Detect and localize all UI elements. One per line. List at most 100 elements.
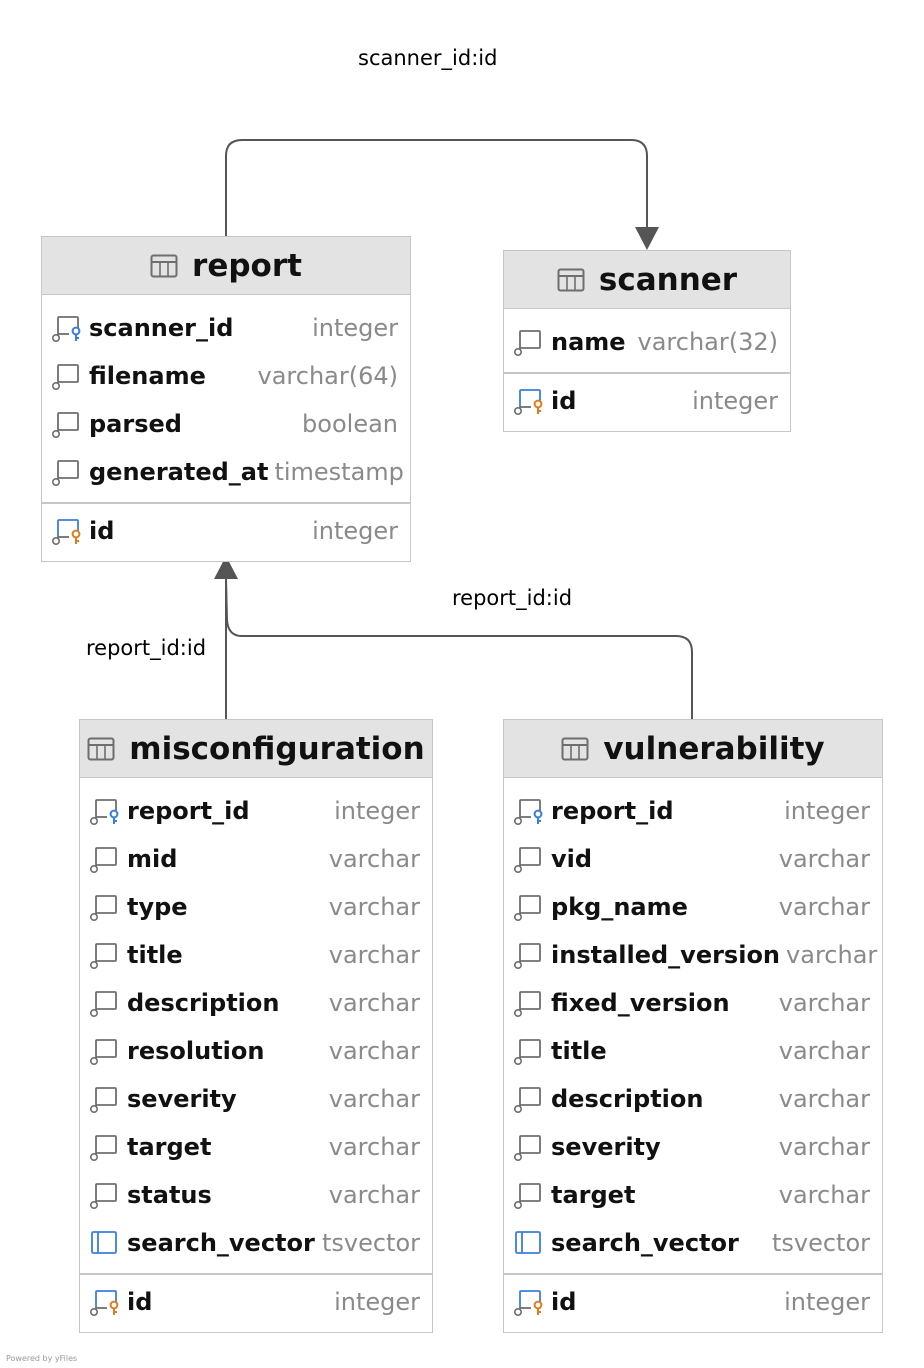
column-type: integer bbox=[334, 797, 420, 825]
column-name: parsed bbox=[89, 410, 182, 438]
column-icon bbox=[51, 410, 83, 438]
column-icon bbox=[51, 458, 83, 486]
column-name: report_id bbox=[127, 797, 250, 825]
column-name: target bbox=[127, 1133, 212, 1161]
column-type: tsvector bbox=[771, 1229, 870, 1257]
column-type: varchar bbox=[328, 845, 420, 873]
column-type: integer bbox=[312, 517, 398, 545]
table-title: vulnerability bbox=[603, 730, 825, 767]
column-type: integer bbox=[784, 1288, 870, 1316]
table-title: scanner bbox=[598, 261, 738, 298]
column-row[interactable]: id integer bbox=[42, 507, 410, 555]
column-icon bbox=[513, 1181, 545, 1209]
primary-key-icon bbox=[513, 387, 545, 415]
column-type: varchar bbox=[778, 893, 870, 921]
table-title: misconfiguration bbox=[129, 730, 425, 767]
column-type: timestamp bbox=[274, 458, 404, 486]
column-name: generated_at bbox=[89, 458, 269, 486]
column-type: integer bbox=[784, 797, 870, 825]
column-name: resolution bbox=[127, 1037, 265, 1065]
column-row[interactable]: report_id integer bbox=[80, 787, 432, 835]
column-name: installed_version bbox=[551, 941, 781, 969]
column-type: varchar bbox=[328, 941, 420, 969]
column-icon bbox=[513, 941, 545, 969]
column-row[interactable]: severity varchar bbox=[504, 1123, 882, 1171]
column-row[interactable]: pkg_name varchar bbox=[504, 883, 882, 931]
column-type: varchar bbox=[328, 1181, 420, 1209]
column-icon bbox=[513, 893, 545, 921]
column-name: name bbox=[551, 328, 626, 356]
foreign-key-icon bbox=[513, 797, 545, 825]
table-icon bbox=[557, 268, 585, 292]
column-name: search_vector bbox=[127, 1229, 315, 1257]
column-name: id bbox=[89, 517, 115, 545]
table-header[interactable]: vulnerability bbox=[504, 720, 882, 778]
column-type: varchar bbox=[328, 1085, 420, 1113]
table-header[interactable]: misconfiguration bbox=[80, 720, 432, 778]
table-icon bbox=[87, 737, 115, 761]
column-type: varchar bbox=[778, 989, 870, 1017]
column-name: type bbox=[127, 893, 188, 921]
edge-vulnerability-report bbox=[225, 577, 693, 720]
column-name: severity bbox=[551, 1133, 661, 1161]
column-type: varchar bbox=[328, 989, 420, 1017]
column-type: varchar bbox=[778, 1037, 870, 1065]
column-name: severity bbox=[127, 1085, 237, 1113]
column-icon bbox=[89, 989, 121, 1017]
edge-label-report-scanner: scanner_id:id bbox=[358, 46, 498, 70]
column-name: pkg_name bbox=[551, 893, 688, 921]
column-type: varchar(64) bbox=[257, 362, 399, 390]
column-icon bbox=[89, 1181, 121, 1209]
foreign-key-icon bbox=[89, 797, 121, 825]
column-row[interactable]: status varchar bbox=[80, 1171, 432, 1219]
column-type: varchar bbox=[778, 1085, 870, 1113]
column-type: varchar bbox=[778, 1133, 870, 1161]
arrowhead-scanner bbox=[635, 227, 659, 250]
table-header[interactable]: report bbox=[42, 237, 410, 295]
column-type: tsvector bbox=[321, 1229, 420, 1257]
edge-label-misconfiguration-report: report_id:id bbox=[86, 636, 207, 660]
table-header[interactable]: scanner bbox=[504, 251, 790, 309]
column-icon bbox=[513, 845, 545, 873]
column-name: title bbox=[551, 1037, 607, 1065]
column-name: status bbox=[127, 1181, 212, 1209]
column-icon bbox=[89, 1133, 121, 1161]
column-row[interactable]: title varchar bbox=[504, 1027, 882, 1075]
column-row[interactable]: severity varchar bbox=[80, 1075, 432, 1123]
column-name: target bbox=[551, 1181, 636, 1209]
column-icon bbox=[89, 941, 121, 969]
column-icon bbox=[51, 362, 83, 390]
foreign-key-icon bbox=[51, 314, 83, 342]
